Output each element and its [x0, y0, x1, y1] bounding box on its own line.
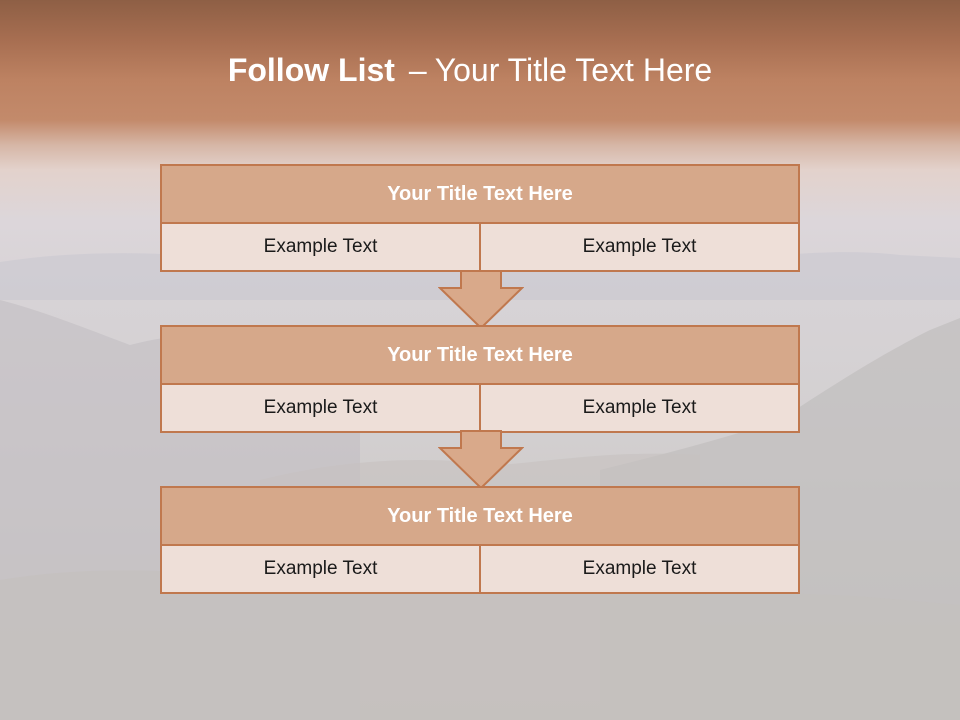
step-right-cell: Example Text	[479, 546, 798, 592]
step-right-cell: Example Text	[479, 224, 798, 270]
step-block-1: Your Title Text Here Example Text Exampl…	[160, 164, 800, 272]
step-left-cell: Example Text	[162, 224, 479, 270]
step-row: Example Text Example Text	[162, 385, 798, 431]
step-row: Example Text Example Text	[162, 546, 798, 592]
step-block-2: Your Title Text Here Example Text Exampl…	[160, 325, 800, 433]
title-bold: Follow List	[227, 52, 395, 88]
step-row: Example Text Example Text	[162, 224, 798, 270]
title-rest: Your Title Text Here	[434, 52, 713, 88]
step-title: Your Title Text Here	[162, 327, 798, 385]
down-arrow-icon	[438, 430, 524, 490]
step-title: Your Title Text Here	[162, 488, 798, 546]
down-arrow-icon	[438, 270, 524, 330]
title-separator: –	[408, 52, 427, 88]
slide-title: Follow List–Your Title Text Here	[0, 52, 940, 89]
step-left-cell: Example Text	[162, 385, 479, 431]
step-left-cell: Example Text	[162, 546, 479, 592]
step-title: Your Title Text Here	[162, 166, 798, 224]
step-right-cell: Example Text	[479, 385, 798, 431]
step-block-3: Your Title Text Here Example Text Exampl…	[160, 486, 800, 594]
